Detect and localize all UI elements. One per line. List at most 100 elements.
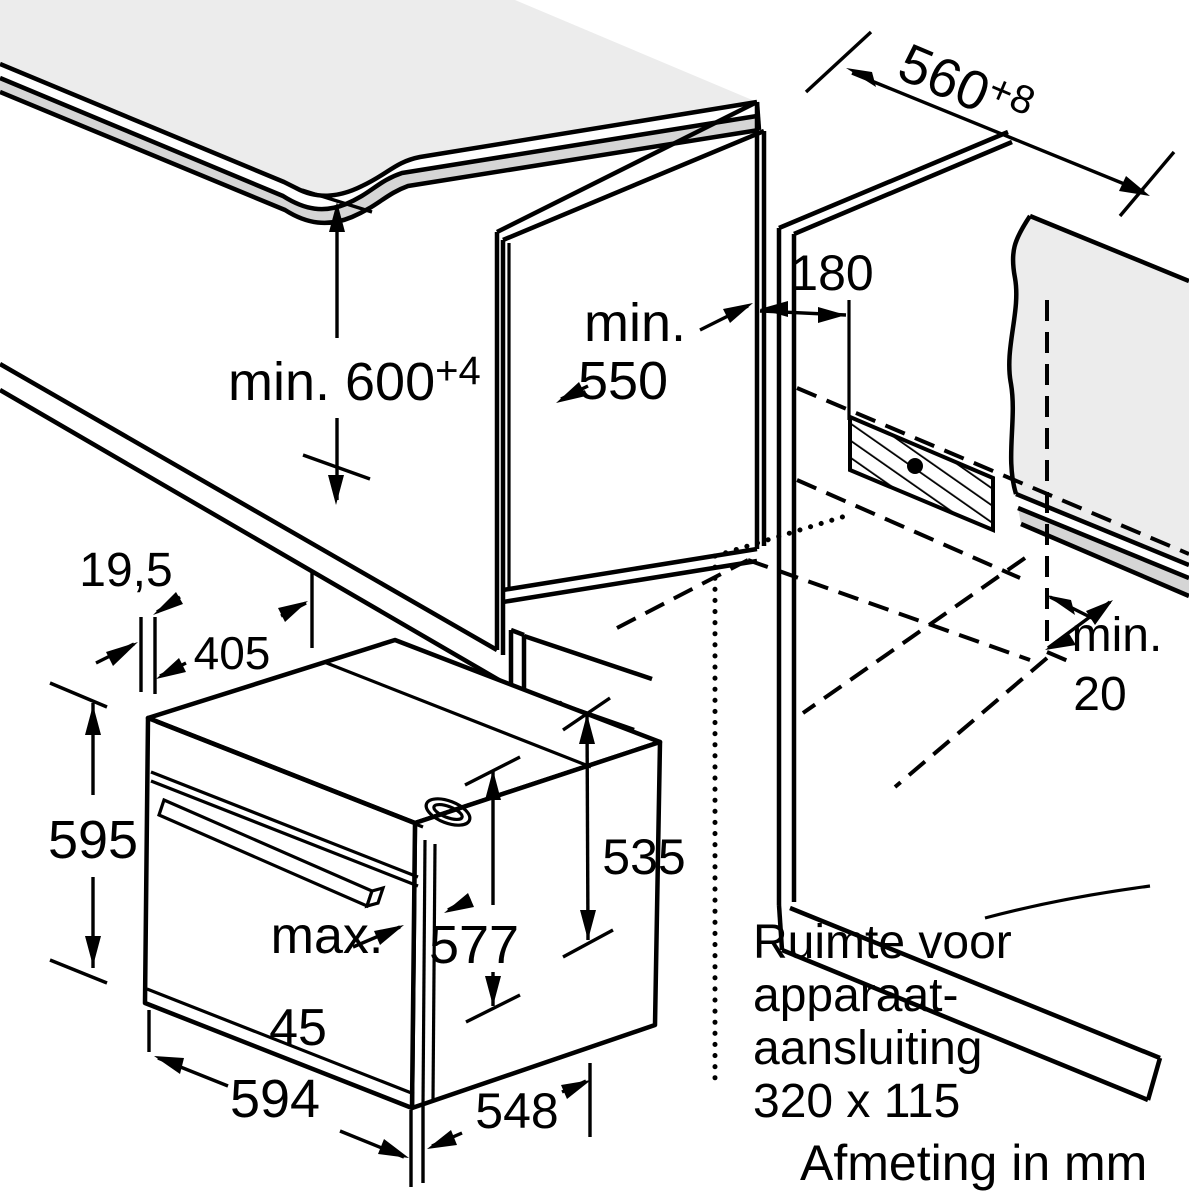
dim-595-arrow-up <box>85 705 101 735</box>
niche-floor-front-edge <box>502 546 758 593</box>
countertop-edge-shadow <box>0 78 759 223</box>
note-line3: aansluiting <box>753 1022 983 1075</box>
dim-180-arrow-left <box>760 301 788 317</box>
dim-550-arrow-low <box>556 382 586 403</box>
door-handle-end <box>364 885 386 909</box>
dim-595-label: 595 <box>48 810 138 870</box>
hidden-floor-diag1 <box>801 556 1027 715</box>
door-side-edge1 <box>421 839 427 1107</box>
dim-595-tick-bottom <box>49 958 108 985</box>
hidden-edge-mid <box>796 478 1021 580</box>
note-leader-line <box>984 884 1151 920</box>
dim-600-arrow-up <box>329 202 345 232</box>
dim-45-prefix: max. <box>271 907 384 965</box>
dim-405-label: 405 <box>194 627 271 679</box>
dim-594-arrow-left <box>154 1056 184 1074</box>
dim-180: 180 <box>759 245 874 323</box>
dim-560-arrow-right <box>1119 176 1150 196</box>
dim-535-line <box>585 713 590 941</box>
grip-slot <box>424 797 472 827</box>
footer-units: Afmeting in mm <box>800 1135 1147 1191</box>
control-panel-line1 <box>150 770 419 879</box>
countertop-left <box>0 0 762 226</box>
dim-577-tick-bottom <box>465 993 521 1024</box>
dim-595-arrow-down <box>85 936 101 966</box>
dim-577-arrow-down <box>485 976 501 1006</box>
dim-195-arrow-right <box>153 592 183 615</box>
dim-20-arrow-c <box>1045 632 1076 650</box>
hidden-floor-diag2 <box>893 656 1049 789</box>
dim-180-label: 180 <box>790 245 873 301</box>
door-bottom-line <box>146 987 415 1096</box>
dim-20-label: 20 <box>1073 668 1126 721</box>
dim-548: 548 <box>427 1063 592 1149</box>
dim-560-tick-left <box>804 30 873 94</box>
oven-top-seam <box>323 660 592 769</box>
dim-560-arrow-left <box>846 68 876 87</box>
dim-560-tick-right <box>1118 150 1176 218</box>
dim-550: min. 550 <box>556 293 753 411</box>
dim-min20: min. 20 <box>1045 595 1162 721</box>
niche-floor-front-lower <box>502 558 758 605</box>
dim-195-arrow-left <box>106 642 138 666</box>
connection-area-hatched <box>848 413 995 534</box>
dim-550-label: 550 <box>578 351 668 411</box>
grip-slot-inner <box>432 802 464 822</box>
dim-600: min. 600+4 <box>228 188 481 505</box>
dim-19-5: 19,5 <box>79 544 183 694</box>
dim-548-arrow-right <box>561 1080 591 1099</box>
dim-560-line <box>851 71 1145 194</box>
right-cabinet <box>776 129 1189 1103</box>
wall-surface <box>1009 216 1189 566</box>
hidden-edge-upper <box>796 386 1189 556</box>
row-line-upper <box>0 362 499 652</box>
wall-band-line1 <box>1015 491 1189 568</box>
hidden-floor-edge-right <box>747 558 1031 662</box>
note-block: Ruimte voor apparaat- aansluiting 320 x … <box>753 884 1151 1191</box>
dim-45-arrow-low <box>374 925 404 945</box>
door-side-edge2 <box>431 843 437 1101</box>
row-line-lower <box>0 388 513 689</box>
dim-550-prefix: min. <box>584 293 686 353</box>
dim-600-label: min. 600+4 <box>228 349 481 412</box>
dim-548-label: 548 <box>475 1083 558 1139</box>
dim-535-arrow-down <box>580 910 596 940</box>
dim-548-arrow-left <box>427 1130 457 1149</box>
right-cab-base-left <box>776 904 785 951</box>
dim-594: 594 <box>147 1010 425 1187</box>
dim-45-arrow-high <box>444 893 474 913</box>
dim-405-arrow-left <box>156 658 186 679</box>
dim-600-tick-top <box>301 188 373 214</box>
oven-frame-edge <box>155 720 424 829</box>
dim-600-tick-bottom <box>302 453 371 481</box>
pedestal-top-connect <box>510 627 525 638</box>
countertop-top-surface <box>0 0 757 196</box>
note-line2: apparaat- <box>753 969 958 1022</box>
dim-20-arrow-a <box>1046 595 1075 615</box>
niche-top-front-edge <box>495 99 759 235</box>
dim-195-label: 19,5 <box>79 544 172 597</box>
right-wall <box>1007 213 1189 599</box>
dim-595: 595 <box>48 681 138 985</box>
niche-top-front-inner <box>502 128 765 243</box>
grip-slot-outer <box>424 797 472 827</box>
dim-560-label: 560+8 <box>890 30 1041 142</box>
dim-535-arrow-up <box>579 714 595 744</box>
dim-20-arrow-b <box>1086 600 1113 625</box>
wall-top-edge <box>1029 213 1189 284</box>
right-cab-base-top <box>789 905 1161 1061</box>
dim-max45: max. 45 <box>269 893 474 1057</box>
control-panel-line2 <box>150 779 419 888</box>
wall-band-line2 <box>1017 505 1189 581</box>
connection-point-dot <box>907 458 923 474</box>
dim-535-tick-bottom <box>562 928 614 959</box>
dim-405-arrow-right <box>278 601 308 622</box>
note-line4: 320 x 115 <box>753 1075 960 1128</box>
oven-niche-cabinet <box>494 99 1031 733</box>
dim-180-arrow-right <box>818 307 846 323</box>
dim-577-label: 577 <box>429 915 519 975</box>
dim-594-arrow-right <box>378 1139 409 1158</box>
note-line1: Ruimte voor <box>753 916 1012 969</box>
oven <box>142 637 663 1111</box>
dim-577: 577 <box>429 755 521 1024</box>
